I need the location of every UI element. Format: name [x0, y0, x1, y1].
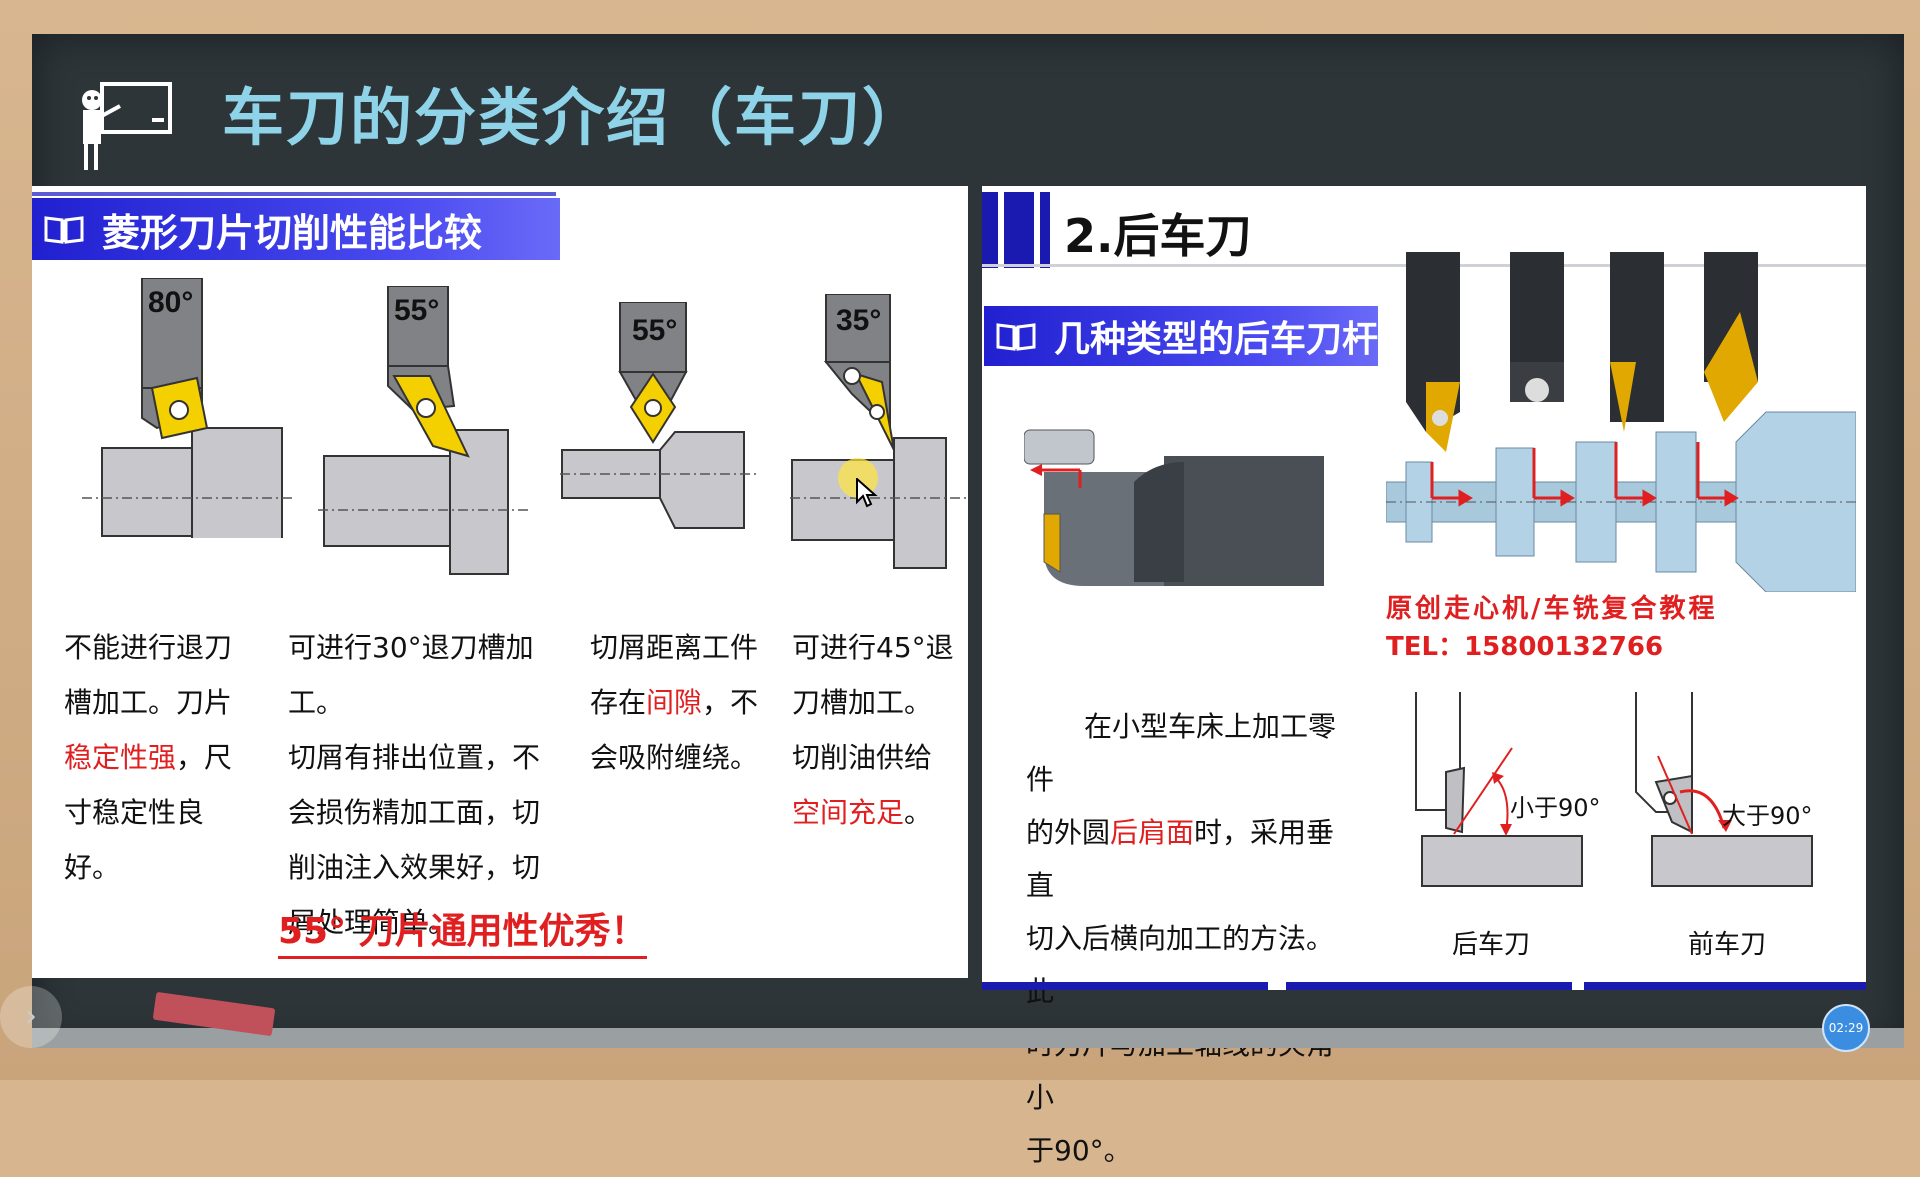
left-panel: 菱形刀片切削性能比较 80° 55° 55°: [32, 186, 970, 978]
mouse-cursor-icon: [856, 478, 878, 508]
tool-figure-55a: 55°: [318, 286, 528, 575]
watermark-text: 原创走心机/车铣复合教程: [1386, 594, 1718, 624]
tool-desc-55a: 可进行30°退刀槽加工。 切屑有排出位置，不 会损伤精加工面，切 削油注入效果好…: [288, 631, 541, 939]
back-turning-tools-figure: [1386, 252, 1856, 592]
back-tool-angle-diagram: [1415, 692, 1583, 887]
back-turning-desc: 在小型车床上加工零件 的外圆后肩面时，采用垂直 切入后横向加工的方法。此 时刀片…: [1026, 710, 1337, 1167]
teacher-board-icon: [82, 82, 172, 170]
front-tool-angle-label: 大于90°: [1722, 802, 1813, 830]
section-title: 2.后车刀: [1064, 209, 1252, 263]
front-tool-caption: 前车刀: [1688, 930, 1767, 960]
bottom-stripe: [1584, 982, 1866, 990]
boring-bar-figure: [1024, 429, 1324, 586]
back-tool-caption: 后车刀: [1452, 930, 1531, 960]
left-banner-text: 菱形刀片切削性能比较: [102, 210, 483, 255]
angle-label: 80°: [148, 286, 193, 319]
page-title: 车刀的分类介绍（车刀）: [222, 81, 927, 154]
tool-desc-35: 可进行45°退 刀槽加工。 切削油供给 空间充足。: [792, 631, 954, 829]
tool-figure-55b: 55°: [560, 302, 760, 529]
angle-label: 55°: [632, 314, 677, 347]
left-banner: 菱形刀片切削性能比较: [32, 198, 560, 260]
tel-text: TEL：15800132766: [1386, 632, 1664, 662]
highlight-note: 55° 刀片通用性优秀！: [278, 902, 647, 959]
banner-edge: [32, 192, 556, 196]
bottom-stripe: [982, 982, 1268, 990]
tool-desc-80: 不能进行退刀 槽加工。刀片 稳定性强，尺 寸稳定性良好。: [64, 631, 233, 884]
title-bars-decoration: [982, 192, 1050, 268]
angle-label: 55°: [394, 294, 439, 327]
next-page-button[interactable]: ›: [0, 986, 62, 1048]
right-banner: 几种类型的后车刀杆: [984, 306, 1378, 366]
back-tool-angle-label: 小于90°: [1510, 794, 1601, 822]
tool-figure-80: 80°: [82, 278, 292, 538]
right-banner-text: 几种类型的后车刀杆: [1054, 319, 1379, 360]
right-panel: 2.后车刀 几种类型的后车刀杆: [982, 186, 1866, 1167]
timer-badge[interactable]: 02:29: [1822, 1004, 1870, 1052]
tool-figure-35: 35°: [790, 294, 970, 569]
book-icon: [44, 216, 84, 244]
chalk-tray: [32, 1028, 1904, 1048]
bottom-stripe: [1286, 982, 1572, 990]
angle-label: 35°: [836, 304, 881, 337]
tool-desc-55b: 切屑距离工件 存在间隙，不 会吸附缠绕。: [590, 631, 759, 774]
book-icon: [996, 323, 1036, 351]
front-tool-angle-diagram: [1635, 692, 1813, 887]
